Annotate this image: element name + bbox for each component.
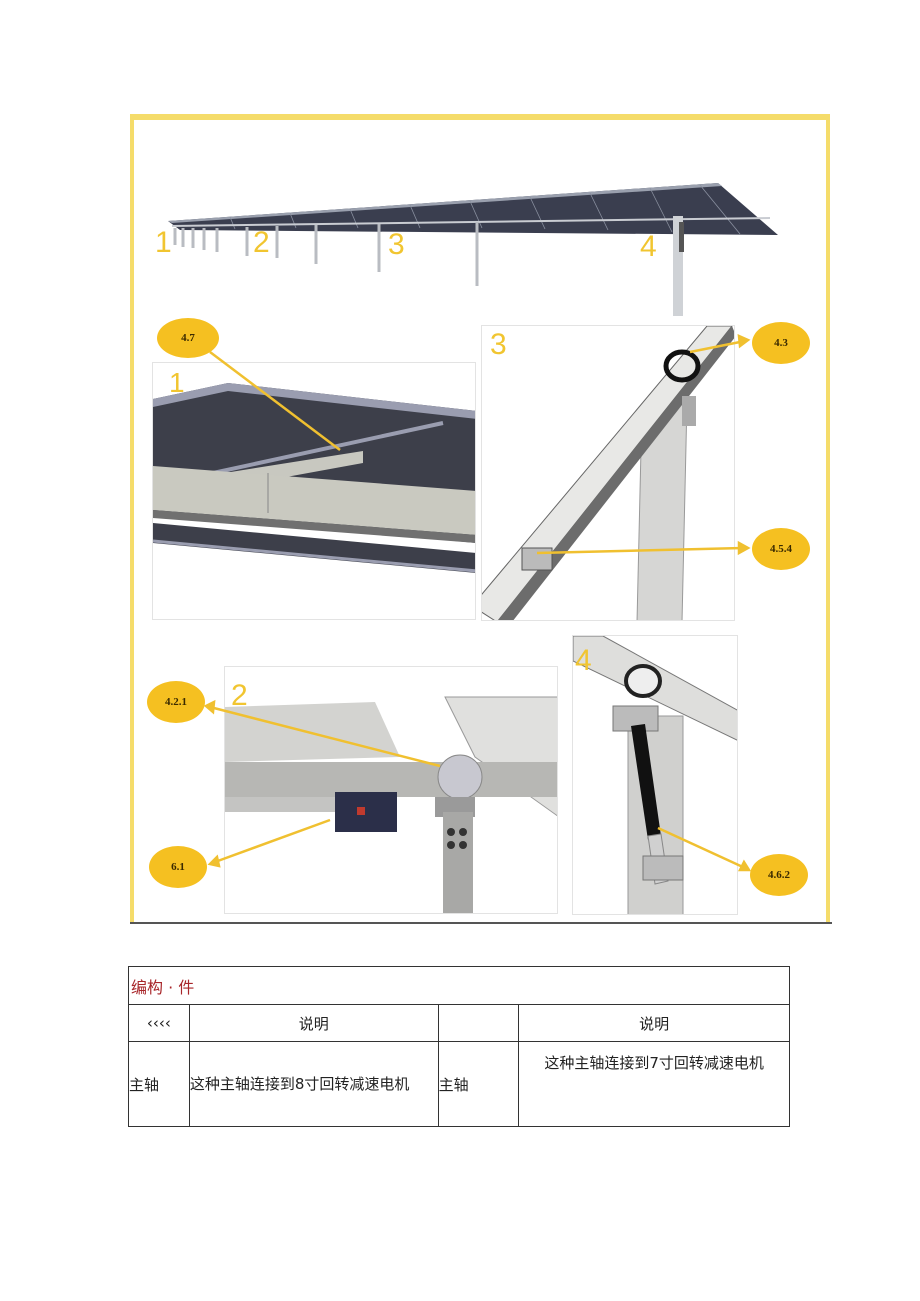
damper-illustration [573, 636, 737, 914]
header-cell-description-2: 说明 [518, 1004, 790, 1042]
header-cell-empty [437, 1004, 520, 1042]
figure-bottom-rule [130, 922, 832, 924]
section-number-4: 4 [640, 230, 657, 263]
header-cell-symbol: ‹‹‹‹ [128, 1004, 190, 1042]
panel-number-2: 2 [231, 679, 248, 712]
callout-4-6-2: 4.6.2 [750, 854, 808, 896]
section-number-1: 1 [155, 226, 172, 259]
panel-number-4: 4 [575, 644, 592, 677]
panel-number-1: 1 [169, 367, 185, 398]
detail-panel-3: 3 [481, 325, 735, 621]
cell-part-name-2: 主轴 [437, 1041, 520, 1127]
callout-4-2-1: 4.2.1 [147, 681, 205, 723]
table-row: 主轴 这种主轴连接到8寸回转减速电机 主轴 这种主轴连接到7寸回转减速电机 [128, 1041, 790, 1127]
parts-table: 编构 · 件 ‹‹‹‹ 说明 说明 主轴 这种主轴连接到8寸回转减速电机 主轴 … [128, 966, 790, 1127]
panel-number-3: 3 [490, 328, 507, 361]
module-rail-illustration [153, 383, 475, 573]
section-number-3: 3 [388, 228, 405, 261]
tube-clamp-illustration [482, 326, 734, 620]
detail-panel-2: 2 [224, 666, 558, 914]
detail-panel-4: 4 [572, 635, 738, 915]
callout-4-7: 4.7 [157, 318, 219, 358]
cell-part-name: 主轴 [128, 1041, 190, 1127]
callout-4-3: 4.3 [752, 322, 810, 364]
header-cell-description: 说明 [188, 1004, 439, 1042]
table-caption: 编构 · 件 [128, 966, 790, 1005]
cell-part-description: 这种主轴连接到8寸回转减速电机 [188, 1041, 439, 1127]
cell-part-description-2: 这种主轴连接到7寸回转减速电机 [518, 1041, 790, 1127]
table-header-row: ‹‹‹‹ 说明 说明 [128, 1004, 790, 1042]
slew-drive-illustration [225, 696, 557, 913]
callout-6-1: 6.1 [149, 846, 207, 888]
section-number-2: 2 [253, 226, 270, 259]
detail-panel-1: 1 [152, 362, 476, 620]
callout-4-5-4: 4.5.4 [752, 528, 810, 570]
